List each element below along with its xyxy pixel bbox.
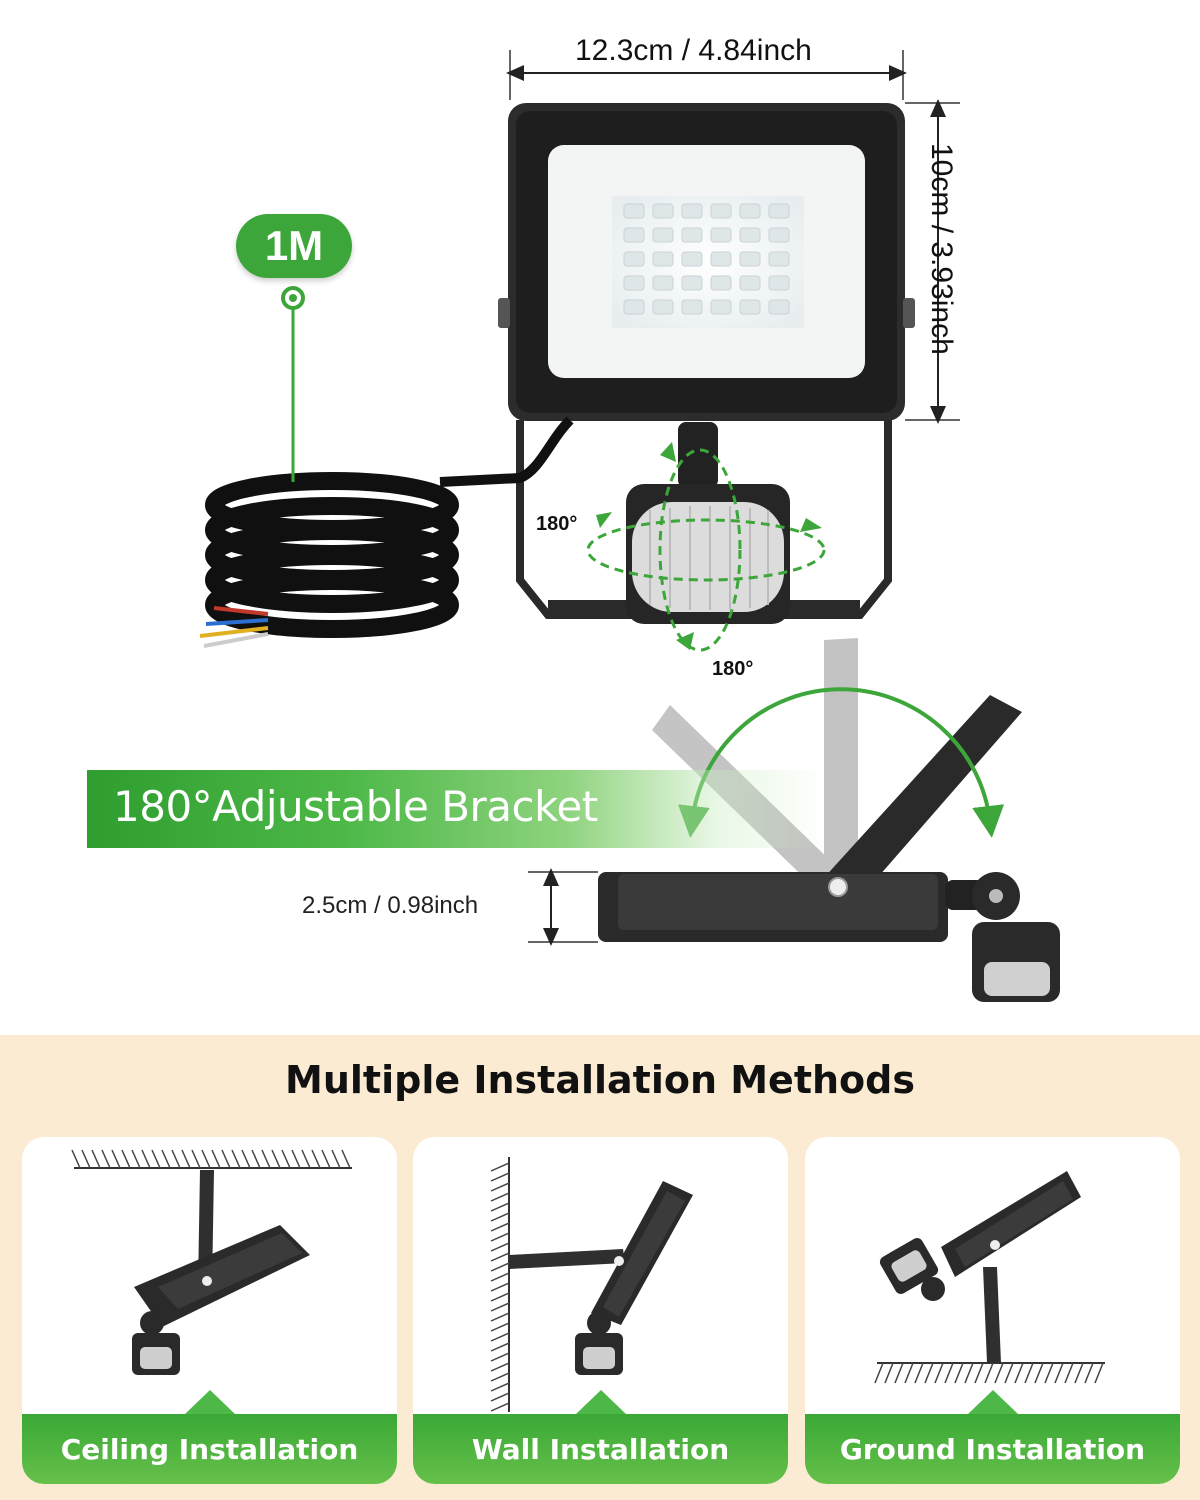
width-label: 12.3cm / 4.84inch xyxy=(575,34,812,67)
led-chip xyxy=(623,203,645,219)
vertical-rotation-label: 180° xyxy=(712,658,754,680)
led-chip xyxy=(710,251,732,267)
led-chip xyxy=(739,227,761,243)
led-chip xyxy=(681,251,703,267)
depth-label: 2.5cm / 0.98inch xyxy=(302,892,479,919)
ground-installation-label: Ground Installation xyxy=(805,1414,1180,1484)
cable-wires xyxy=(199,606,269,648)
wall-pointer xyxy=(575,1390,626,1414)
led-chip xyxy=(681,203,703,219)
led-chip xyxy=(623,275,645,291)
led-chip xyxy=(652,203,674,219)
led-chip xyxy=(652,227,674,243)
led-chip xyxy=(710,227,732,243)
horizontal-rotation-label: 180° xyxy=(536,513,578,535)
led-chip xyxy=(710,203,732,219)
led-chip xyxy=(768,203,790,219)
led-chip xyxy=(652,299,674,315)
led-chip xyxy=(652,251,674,267)
led-chip xyxy=(768,275,790,291)
led-chip xyxy=(739,275,761,291)
wall-installation-card: Wall Installation xyxy=(413,1137,788,1484)
ceiling-mount-illustration xyxy=(71,1149,352,1375)
led-chip xyxy=(710,275,732,291)
led-chip xyxy=(623,227,645,243)
wall-mount-illustration xyxy=(490,1157,693,1412)
led-array xyxy=(623,203,790,315)
floodlight-front xyxy=(439,103,915,652)
led-chip xyxy=(681,227,703,243)
product-diagram xyxy=(199,50,1060,1002)
ceiling-installation-label: Ceiling Installation xyxy=(22,1414,397,1484)
coiled-cable xyxy=(205,472,459,638)
width-dimension xyxy=(506,50,907,100)
led-chip xyxy=(768,299,790,315)
led-chip xyxy=(768,227,790,243)
led-chip xyxy=(652,275,674,291)
ground-mount-illustration xyxy=(874,1171,1105,1384)
ceiling-installation-card: Ceiling Installation xyxy=(22,1137,397,1484)
bracket-banner xyxy=(87,770,827,848)
led-chip xyxy=(768,251,790,267)
cable-length-badge: 1M xyxy=(236,214,352,278)
installation-title: Multiple Installation Methods xyxy=(285,1058,915,1102)
led-chip xyxy=(623,251,645,267)
led-chip xyxy=(739,251,761,267)
height-label: 10cm / 3.93inch xyxy=(925,143,958,355)
ground-installation-card: Ground Installation xyxy=(805,1137,1180,1484)
led-chip xyxy=(623,299,645,315)
height-dimension xyxy=(905,99,960,424)
led-chip xyxy=(710,299,732,315)
ground-pointer xyxy=(967,1390,1018,1414)
led-chip xyxy=(739,299,761,315)
led-chip xyxy=(739,203,761,219)
ceiling-pointer xyxy=(184,1390,235,1414)
led-chip xyxy=(681,299,703,315)
led-chip xyxy=(681,275,703,291)
wall-installation-label: Wall Installation xyxy=(413,1414,788,1484)
bracket-label: 180°Adjustable Bracket xyxy=(113,782,598,831)
